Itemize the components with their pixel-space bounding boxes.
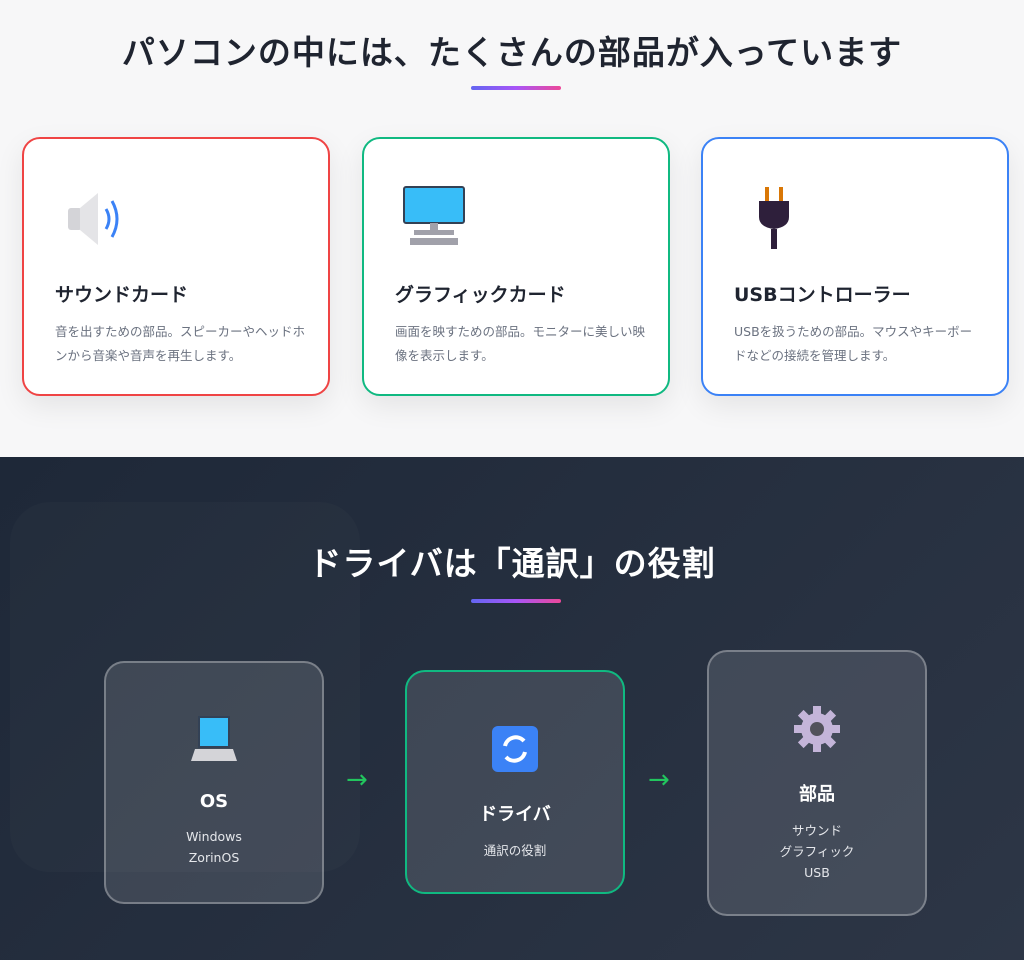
box-line: 通訳の役割	[483, 843, 547, 858]
arrow-icon: →	[648, 765, 670, 795]
box-parts: 部品 サウンド グラフィック USB	[707, 650, 927, 916]
box-title: 部品	[799, 784, 835, 805]
card-title: グラフィックカード	[395, 284, 566, 306]
sync-icon	[492, 726, 538, 772]
plug-icon	[759, 187, 789, 249]
monitor-icon	[403, 186, 465, 245]
card-title: USBコントローラー	[734, 284, 911, 306]
section-title: パソコンの中には、たくさんの部品が入っています	[121, 33, 903, 72]
title-underline	[471, 86, 561, 90]
box-line: サウンド	[791, 823, 842, 838]
driver-section: ドライバは「通訳」の役割 OS Windows ZorinOS → ドライバ 通…	[0, 457, 1024, 960]
parts-section: パソコンの中には、たくさんの部品が入っています サウンドカード 音を出すための部…	[0, 0, 1024, 457]
box-title: OS	[199, 791, 229, 812]
box-line: ZorinOS	[188, 850, 240, 865]
card-graphics: グラフィックカード 画面を映すための部品。モニターに美しい映像を表示します。	[362, 137, 670, 396]
card-title: サウンドカード	[55, 284, 189, 306]
box-title: ドライバ	[479, 804, 551, 825]
title-underline	[471, 599, 561, 603]
section-title: ドライバは「通訳」の役割	[308, 544, 716, 583]
arrow-icon: →	[346, 765, 368, 795]
box-line: Windows	[186, 829, 242, 844]
laptop-icon	[191, 716, 237, 761]
box-line: グラフィック	[779, 844, 855, 859]
box-driver: ドライバ 通訳の役割	[405, 670, 625, 894]
speaker-icon	[68, 193, 119, 245]
box-os: OS Windows ZorinOS	[104, 661, 324, 904]
box-line: USB	[804, 865, 830, 880]
gear-icon	[794, 706, 840, 752]
card-description: 音を出すための部品。スピーカーやヘッドホンから音楽や音声を再生します。	[55, 324, 306, 363]
card-description: USBを扱うための部品。マウスやキーボードなどの接続を管理します。	[734, 324, 973, 363]
card-description: 画面を映すための部品。モニターに美しい映像を表示します。	[395, 324, 646, 363]
card-usb: USBコントローラー USBを扱うための部品。マウスやキーボードなどの接続を管理…	[701, 137, 1009, 396]
card-sound: サウンドカード 音を出すための部品。スピーカーやヘッドホンから音楽や音声を再生し…	[22, 137, 330, 396]
